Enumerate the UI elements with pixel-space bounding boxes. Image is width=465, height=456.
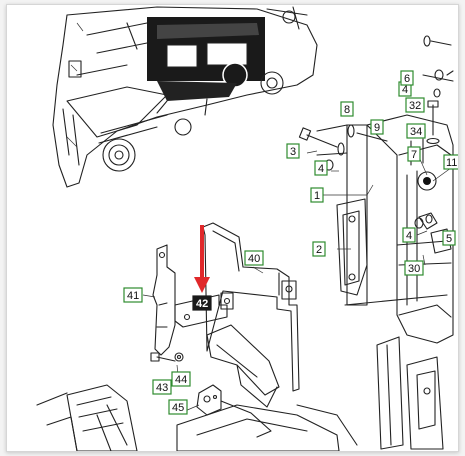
- svg-text:34: 34: [410, 126, 422, 138]
- svg-text:2: 2: [316, 244, 322, 256]
- callout-5: 5: [442, 230, 456, 246]
- svg-text:4: 4: [318, 163, 324, 175]
- lower-right-frame: [344, 294, 448, 450]
- parts-diagram-frame: 1 2 3 4 4 4 5 6 7 8 9 11 30 32 34 40 41 …: [6, 4, 459, 452]
- callout-40: 40: [244, 250, 264, 266]
- callout-6: 6: [400, 70, 414, 86]
- callout-4c: 4: [402, 227, 416, 243]
- lower-hopper-assembly: [176, 324, 358, 451]
- svg-text:43: 43: [156, 382, 168, 394]
- svg-text:9: 9: [374, 122, 380, 134]
- callout-4a: 4: [314, 160, 328, 176]
- right-frame-assembly: [316, 114, 454, 344]
- callout-32: 32: [405, 97, 425, 113]
- machine-overview-drawing: [52, 6, 318, 188]
- plate-part-42: [174, 292, 234, 328]
- callout-2: 2: [312, 241, 326, 257]
- svg-text:4: 4: [406, 230, 412, 242]
- red-pointer-arrow: [194, 225, 210, 293]
- bracket-part-45: [196, 384, 222, 416]
- bolt-washer-43-44: [150, 352, 184, 362]
- callout-41: 41: [123, 287, 143, 303]
- svg-text:45: 45: [172, 402, 184, 414]
- callout-45: 45: [168, 399, 188, 415]
- exploded-parts-diagram: 1 2 3 4 4 4 5 6 7 8 9 11 30 32 34 40 41 …: [36, 6, 458, 451]
- svg-text:44: 44: [175, 374, 187, 386]
- svg-text:42: 42: [196, 298, 208, 310]
- svg-text:11: 11: [446, 157, 457, 169]
- hardware-bolts-washers: [298, 35, 454, 229]
- callout-3: 3: [286, 143, 300, 159]
- svg-text:7: 7: [411, 149, 417, 161]
- callout-30: 30: [404, 260, 424, 276]
- svg-text:40: 40: [248, 253, 260, 265]
- callout-9: 9: [370, 119, 384, 135]
- callout-34: 34: [406, 123, 426, 139]
- svg-text:8: 8: [344, 104, 350, 116]
- callout-43: 43: [152, 379, 172, 395]
- svg-text:41: 41: [127, 290, 139, 302]
- lower-left-component: [36, 384, 138, 451]
- svg-text:5: 5: [446, 233, 452, 245]
- callout-11: 11: [443, 154, 458, 170]
- svg-text:3: 3: [290, 146, 296, 158]
- bracket-part-41: [152, 244, 176, 356]
- callout-8: 8: [340, 101, 354, 117]
- svg-text:6: 6: [404, 73, 410, 85]
- callout-1: 1: [310, 187, 324, 203]
- svg-text:4: 4: [402, 84, 408, 96]
- svg-text:30: 30: [408, 263, 420, 275]
- callout-7: 7: [407, 146, 421, 162]
- svg-text:1: 1: [314, 190, 320, 202]
- callout-42-highlighted: 42: [192, 295, 212, 311]
- svg-text:32: 32: [409, 100, 421, 112]
- plate-part-40: [202, 222, 300, 392]
- callout-44: 44: [171, 371, 191, 387]
